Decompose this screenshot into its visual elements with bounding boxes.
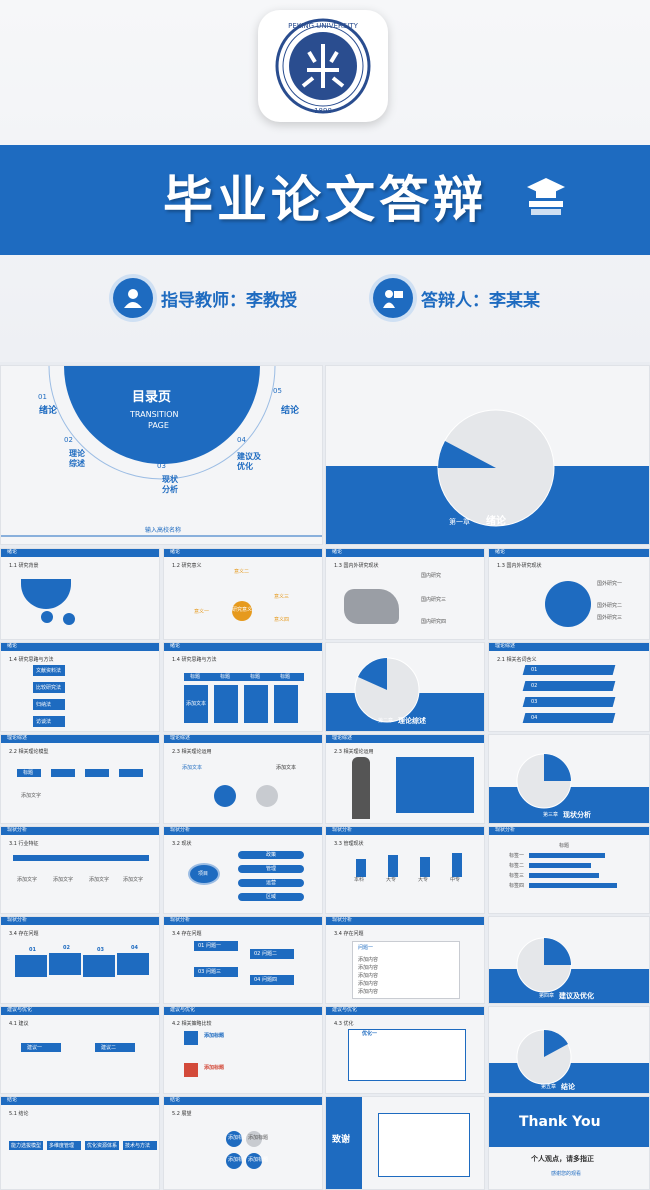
toc-num-4: 04 [237, 436, 246, 444]
toc-title: 目录页 [132, 390, 172, 405]
slide-4-2[interactable]: 建议与优化 4.2 相关策略比较 添加标题 添加标题 [163, 1006, 323, 1094]
peking-university-logo: 1898 PEKING UNIVERSITY [275, 18, 371, 115]
defender-info: 答辩人：李某某 [373, 278, 540, 318]
bar-label: 绪论 [7, 549, 18, 555]
toc-footer: 输入高校名称 [145, 527, 182, 534]
slide-5-2[interactable]: 结论 5.2 展望 添加标题 添加标题 添加标题 添加标题 [163, 1096, 323, 1190]
slide-thanks-2[interactable]: Thank You 个人观点，请多指正 感谢您的观看 [488, 1096, 650, 1190]
slide-3-1[interactable]: 现状分析 3.1 行业特征 添加文字 添加文字 添加文字 添加文字 [0, 826, 160, 914]
cover-title: 毕业论文答辩 [163, 171, 487, 229]
toc-item-4[interactable]: 建议及优化 [237, 452, 261, 471]
slide-2-2[interactable]: 理论综述 2.2 相关理论模型 标题 添加文字 [0, 734, 160, 824]
toc-num-3: 03 [157, 462, 166, 470]
toc-sub1: TRANSITION [130, 410, 179, 419]
chapter-1-label: 绪论 [486, 516, 506, 527]
slide-3-4[interactable]: 现状分析 标题 标签一 标签二 标签三 标签四 [488, 826, 650, 914]
slide-1-2[interactable]: 绪论 1.2 研究意义 研究意义 意义二 意义一 意义三 意义四 [163, 548, 323, 640]
cover-slide[interactable]: 1898 PEKING UNIVERSITY 毕业论文答辩 指导教师：李教授 答… [0, 0, 650, 362]
slide-2-4[interactable]: 理论综述 2.3 相关理论运用 [325, 734, 485, 824]
slide-5-1[interactable]: 结论 5.1 结论 能力选拔模型 多维度管理 优化资源体系 技术与方法 [0, 1096, 160, 1190]
person-icon [113, 278, 153, 318]
chapter-1-pie [437, 409, 555, 527]
advisor-label: 指导教师：李教授 [161, 290, 297, 311]
slide-1-3[interactable]: 绪论 1.3 国内外研究现状 国内研究 国内研究三 国内研究四 [325, 548, 485, 640]
slide-chapter-4[interactable]: 第四章 建议及优化 [488, 916, 650, 1004]
slide-chapter-2[interactable]: 第二章 理论综述 [325, 642, 485, 732]
advisor-info: 指导教师：李教授 [113, 278, 297, 318]
toc-item-2[interactable]: 理论综述 [69, 449, 85, 468]
slide-3-6[interactable]: 现状分析 3.4 存在问题 01 问题一 02 问题二 03 问题三 04 问题… [163, 916, 323, 1004]
slide-thanks-1[interactable]: 致谢 [325, 1096, 485, 1190]
toc-num-2: 02 [64, 436, 73, 444]
slide-3-2[interactable]: 现状分析 3.2 现状 项目 政策 管理 运营 区域 [163, 826, 323, 914]
slide-chapter-1[interactable]: 第一章 绪论 [325, 365, 650, 545]
toc-num-5: 05 [273, 387, 282, 395]
toc-sub2: PAGE [148, 421, 169, 430]
slide-4-1[interactable]: 建议与优化 4.1 建议 建议一 建议二 [0, 1006, 160, 1094]
title-banner [0, 145, 650, 255]
slide-heading: 1.1 研究背景 [9, 563, 39, 569]
toc-num-1: 01 [38, 393, 47, 401]
slide-4-3[interactable]: 建议与优化 4.3 优化 优化一 [325, 1006, 485, 1094]
slide-3-3[interactable]: 现状分析 3.3 管理现状 本科 大专 大专 中专 [325, 826, 485, 914]
slide-2-1[interactable]: 理论综述 2.1 相关名词含义 01 02 03 04 [488, 642, 650, 732]
toc-item-3[interactable]: 现状分析 [162, 475, 178, 494]
slide-2-3[interactable]: 理论综述 2.3 相关理论运用 添加文本 添加文本 [163, 734, 323, 824]
graduation-cap-icon [525, 176, 567, 216]
chapter-1-num: 第一章 [449, 518, 470, 526]
slide-1-5[interactable]: 绪论 1.4 研究思路与方法 文献资料法 比较研究法 归纳法 访谈法 [0, 642, 160, 732]
slide-1-1[interactable]: 绪论 1.1 研究背景 [0, 548, 160, 640]
slide-1-4[interactable]: 绪论 1.3 国内外研究现状 国外研究一 国外研究二 国外研究三 [488, 548, 650, 640]
toc-item-1[interactable]: 绪论 [39, 406, 58, 416]
presenter-icon [373, 278, 413, 318]
university-badge: 1898 PEKING UNIVERSITY [258, 10, 388, 122]
slide-chapter-3[interactable]: 第三章 现状分析 [488, 734, 650, 824]
slide-3-7[interactable]: 现状分析 3.4 存在问题 问题一 添加内容 添加内容 添加内容 添加内容 添加… [325, 916, 485, 1004]
slide-3-5[interactable]: 现状分析 3.4 存在问题 01 02 03 04 [0, 916, 160, 1004]
badge-text: PEKING UNIVERSITY [288, 22, 358, 30]
slide-chapter-5[interactable]: 第五章 结论 [488, 1006, 650, 1094]
toc-item-5[interactable]: 结论 [281, 406, 300, 416]
slide-toc[interactable]: 目录页 TRANSITION PAGE 01 绪论 02 理论综述 03 现状分… [0, 365, 323, 545]
slide-1-6[interactable]: 绪论 1.4 研究思路与方法 标题 标题 标题 标题 添加文本 [163, 642, 323, 732]
defender-label: 答辩人：李某某 [421, 290, 540, 311]
badge-year: 1898 [314, 107, 332, 115]
